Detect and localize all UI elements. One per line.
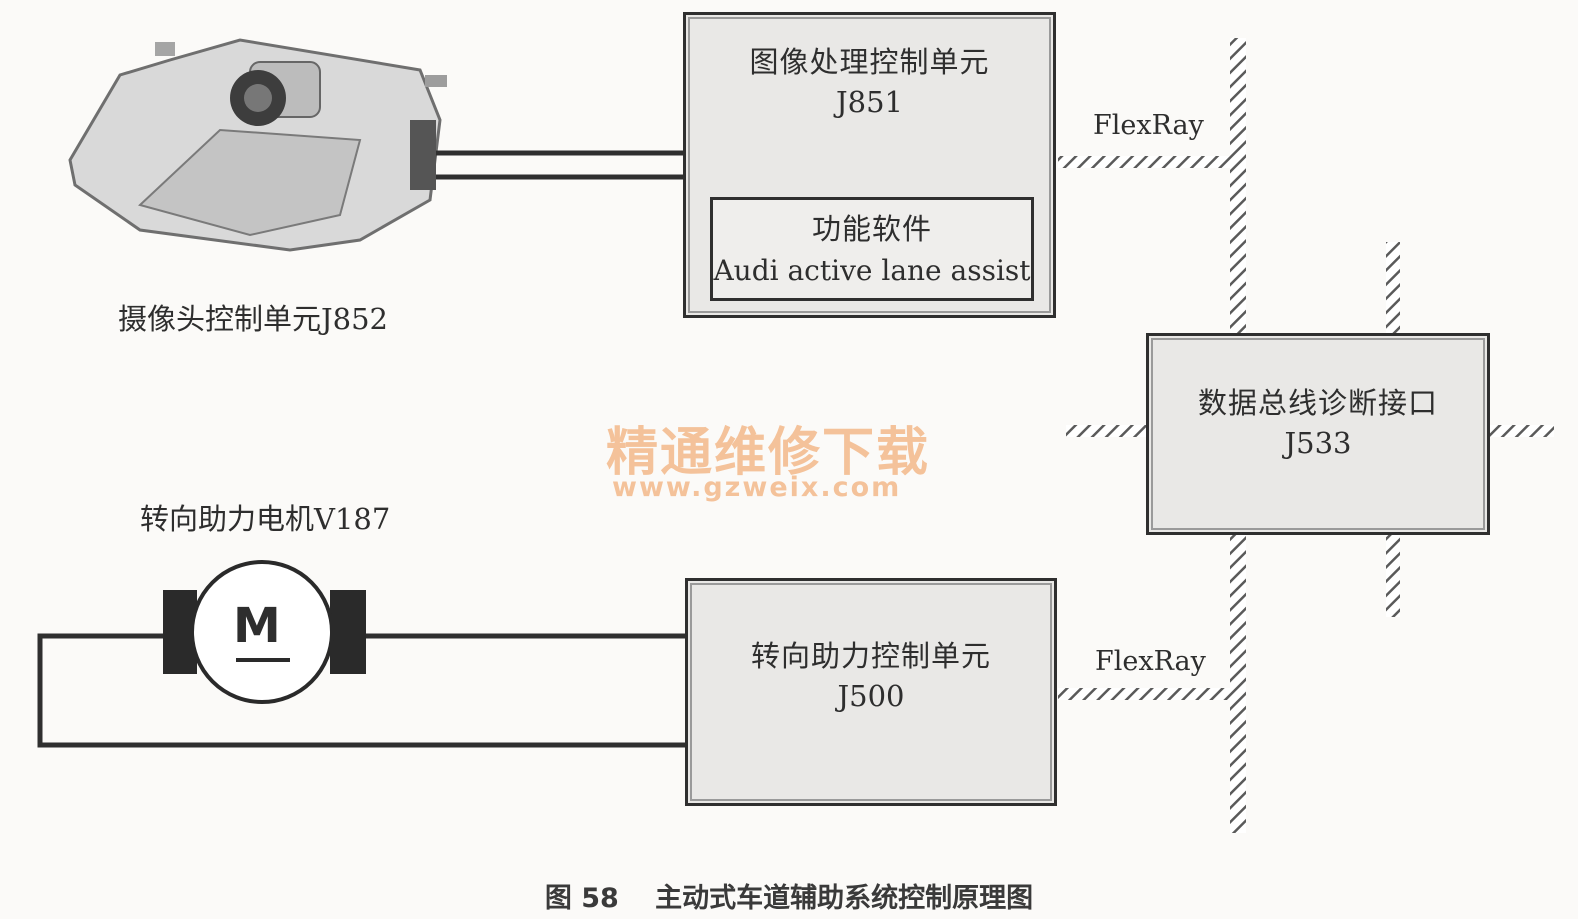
motor-symbol (163, 560, 366, 704)
software-name: Audi active lane assist (713, 254, 1031, 287)
function-software-box: 功能软件 Audi active lane assist (710, 197, 1034, 301)
camera-unit-label: 摄像头控制单元J852 (118, 302, 388, 336)
steering-unit-id: J500 (837, 679, 905, 713)
motor-label: 转向助力电机V187 (140, 502, 391, 536)
gateway-bus-left (1066, 425, 1150, 437)
software-title: 功能软件 (811, 212, 932, 246)
flexray-stub-j851 (1058, 156, 1238, 168)
watermark-text: 精通维修下载 (606, 423, 931, 483)
gateway-box: 数据总线诊断接口 J533 (1146, 333, 1490, 535)
flexray-stub-j500 (1058, 688, 1238, 700)
watermark-url: www.gzweix.com (612, 472, 902, 503)
gateway-title: 数据总线诊断接口 (1197, 386, 1438, 420)
image-unit-title: 图像处理控制单元 (749, 45, 990, 79)
figure-caption: 图 58 主动式车道辅助系统控制原理图 (544, 883, 1034, 914)
gateway-bus-bottom (1386, 535, 1400, 617)
motor-symbol-letter: M (233, 598, 281, 654)
steering-unit-box: 转向助力控制单元 J500 (685, 578, 1057, 806)
image-processing-unit-box: 图像处理控制单元 J851 功能软件 Audi active lane assi… (683, 12, 1056, 318)
image-unit-id: J851 (836, 85, 903, 119)
gateway-bus-right (1490, 425, 1554, 437)
camera-module-drawing (68, 38, 447, 252)
steering-unit-title: 转向助力控制单元 (750, 639, 991, 673)
gateway-bus-top (1386, 242, 1400, 336)
flexray-label-top: FlexRay (1093, 110, 1204, 141)
flexray-label-bottom: FlexRay (1095, 646, 1206, 677)
gateway-id: J533 (1284, 426, 1352, 460)
